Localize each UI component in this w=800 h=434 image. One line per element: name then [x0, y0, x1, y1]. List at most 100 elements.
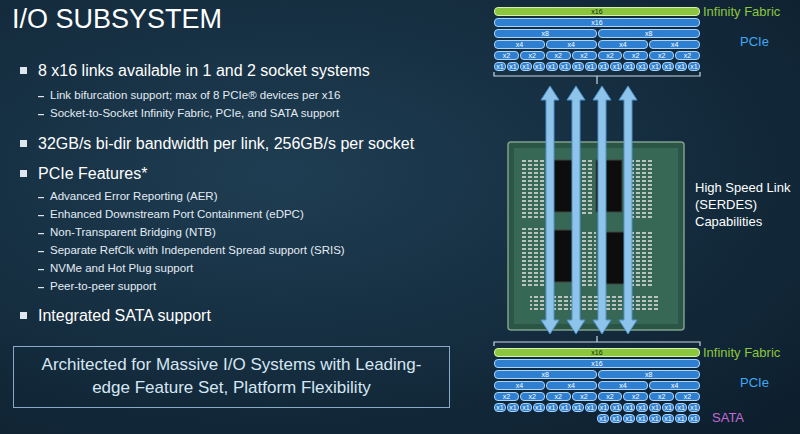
lane-width: x4: [619, 41, 626, 48]
lane-box: x1: [585, 403, 597, 412]
lane-width: x1: [561, 63, 568, 70]
lane-width: x1: [574, 404, 581, 411]
lane-width: x1: [664, 415, 671, 422]
lane-width: x1: [561, 404, 568, 411]
lane-box: x1: [688, 414, 700, 423]
lane-box: x1: [623, 62, 635, 71]
sub-bullet-text: Enhanced Downstream Port Containment (eD…: [50, 208, 304, 222]
lane-width: x2: [503, 52, 510, 59]
lane-width: x1: [509, 404, 516, 411]
lane-width: x1: [625, 415, 632, 422]
bullet-dash: [38, 269, 44, 270]
lane-box: x1: [598, 62, 610, 71]
lane-box: x4: [494, 381, 545, 390]
lane-box: x2: [649, 51, 674, 60]
lane-width: x1: [522, 404, 529, 411]
bullet-text: Integrated SATA support: [38, 306, 211, 325]
lane-width: x1: [639, 404, 646, 411]
lane-width: x8: [645, 371, 652, 378]
lane-width: x1: [587, 404, 594, 411]
lane-box: x1: [662, 62, 674, 71]
lane-box: x1: [675, 414, 687, 423]
lane-width: x2: [632, 393, 639, 400]
lane-box: x1: [610, 414, 622, 423]
lane-box: x1: [520, 62, 532, 71]
lane-width: x1: [664, 63, 671, 70]
lane-box: x1: [598, 403, 610, 412]
lane-width: x1: [639, 63, 646, 70]
lane-width: x1: [496, 63, 503, 70]
lane-width: x8: [645, 30, 652, 37]
sub-bullet-text: Separate RefClk with Independent Spread …: [50, 244, 345, 258]
lane-width: x16: [591, 360, 602, 367]
lane-box: x2: [520, 392, 545, 401]
lane-box: x2: [494, 51, 519, 60]
double-arrow: [619, 86, 637, 334]
lane-width: x2: [684, 52, 691, 59]
lane-width: x2: [606, 52, 613, 59]
lane-box: x2: [546, 392, 571, 401]
double-arrow: [541, 86, 559, 334]
lane-box: x16: [494, 18, 700, 27]
bullet-text: 8 x16 links available in 1 and 2 socket …: [38, 61, 370, 80]
lane-width: x8: [542, 371, 549, 378]
lane-width: x1: [677, 63, 684, 70]
lane-box: x8: [598, 370, 701, 379]
lane-box: x4: [598, 40, 649, 49]
bullet-dash: [38, 287, 44, 288]
lane-box: x2: [494, 392, 519, 401]
bullet-text: PCIe Features*: [38, 164, 147, 183]
sub-bullet-text: Socket-to-Socket Infinity Fabric, PCIe, …: [50, 107, 339, 121]
bullet-square: [20, 140, 27, 147]
lane-width: x1: [690, 415, 697, 422]
lane-box: x1: [623, 403, 635, 412]
lane-width: x1: [600, 63, 607, 70]
pcie-label: PCIe: [740, 375, 769, 391]
lane-width: x1: [613, 63, 620, 70]
lane-box: x1: [507, 62, 519, 71]
lane-width: x1: [638, 415, 645, 422]
lane-box: x1: [546, 62, 558, 71]
lane-width: x1: [626, 63, 633, 70]
bullet-dash: [38, 96, 44, 97]
lane-box: x1: [636, 414, 648, 423]
lane-width: x4: [567, 382, 574, 389]
pad-array: [522, 228, 548, 286]
bullet-square: [20, 170, 27, 177]
statement-text: Architected for Massive I/O Systems with…: [24, 354, 439, 400]
lane-box: x4: [649, 40, 700, 49]
lane-box: x1: [494, 403, 506, 412]
lane-box: x2: [675, 392, 700, 401]
lane-width: x1: [690, 63, 697, 70]
lane-width: x2: [658, 393, 665, 400]
lane-box: x1: [546, 403, 558, 412]
lane-width: x1: [535, 63, 542, 70]
bullet-square: [20, 67, 27, 74]
lane-box: x1: [623, 414, 635, 423]
lane-box: x4: [546, 381, 597, 390]
lane-width: x1: [509, 63, 516, 70]
bullet-dash: [38, 215, 44, 216]
sata-label: SATA: [712, 410, 744, 426]
bullet-square: [20, 312, 27, 319]
lane-width: x2: [554, 393, 561, 400]
sub-bullet-text: Peer-to-peer support: [50, 280, 156, 294]
lane-box: x1: [572, 403, 584, 412]
lane-width: x1: [677, 415, 684, 422]
lane-width: x1: [535, 404, 542, 411]
lane-width: x1: [652, 63, 659, 70]
lane-box: x8: [598, 29, 701, 38]
lane-box: x1: [559, 62, 571, 71]
sub-bullet-text: Non-Transparent Bridging (NTB): [50, 226, 216, 240]
lane-box: x1: [572, 62, 584, 71]
sub-bullet-text: Link bifurcation support; max of 8 PCIe®…: [50, 89, 340, 103]
processor-package: [508, 142, 684, 330]
sub-bullet-text: Advanced Error Reporting (AER): [50, 190, 217, 204]
lane-box: x1: [585, 62, 597, 71]
bullet-dash: [38, 197, 44, 198]
lane-width: x2: [580, 52, 587, 59]
lane-width: x2: [606, 393, 613, 400]
double-arrow: [567, 86, 585, 334]
pad-array: [520, 158, 544, 218]
lane-width: x1: [522, 63, 529, 70]
